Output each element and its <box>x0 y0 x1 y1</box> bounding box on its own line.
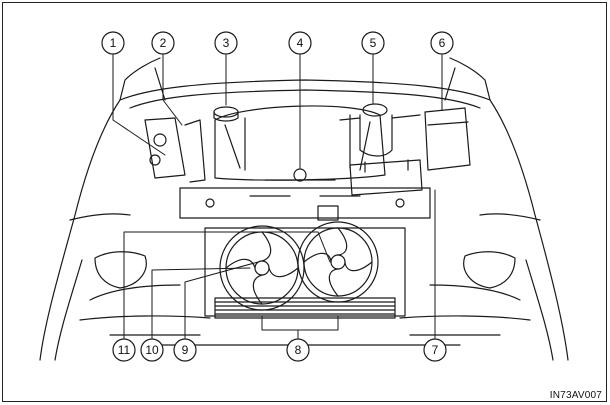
engine-cover <box>214 105 386 182</box>
callout-circle-9 <box>173 338 197 362</box>
leader-lines <box>112 54 443 339</box>
callout-label-5: 5 <box>370 36 377 50</box>
callout-circle-3 <box>214 31 238 55</box>
callout-circle-11 <box>112 338 136 362</box>
radiator <box>204 227 406 319</box>
callout-label-6: 6 <box>439 36 446 50</box>
callout-label-4: 4 <box>297 36 304 50</box>
battery <box>349 159 423 196</box>
callout-circle-6 <box>430 31 454 55</box>
fuse-box <box>424 107 471 171</box>
callout-labels: 1 2 3 4 5 6 7 8 9 10 11 <box>110 36 446 357</box>
callout-circle-5 <box>361 31 385 55</box>
callout-label-10: 10 <box>145 343 159 357</box>
radiator-support <box>179 187 431 221</box>
car-body-outline <box>39 57 569 361</box>
callout-circle-4 <box>288 31 312 55</box>
callout-label-7: 7 <box>432 343 439 357</box>
callout-circle-1 <box>101 31 125 55</box>
callout-label-3: 3 <box>223 36 230 50</box>
callout-circle-10 <box>140 338 164 362</box>
callout-circle-7 <box>423 338 447 362</box>
callout-label-1: 1 <box>110 36 117 50</box>
figure-frame <box>2 2 607 402</box>
callout-circle-8 <box>286 338 310 362</box>
oil-filler-cap <box>213 106 239 122</box>
brake-fluid-reservoir <box>339 103 421 157</box>
callout-circle-2 <box>151 31 175 55</box>
callout-label-8: 8 <box>295 343 302 357</box>
callout-label-9: 9 <box>182 343 189 357</box>
callout-label-2: 2 <box>160 36 167 50</box>
figure-code: IN73AV007 <box>549 390 602 401</box>
callout-label-11: 11 <box>118 343 131 357</box>
left-fluid-reservoir <box>144 117 206 183</box>
callout-circles <box>101 31 454 362</box>
